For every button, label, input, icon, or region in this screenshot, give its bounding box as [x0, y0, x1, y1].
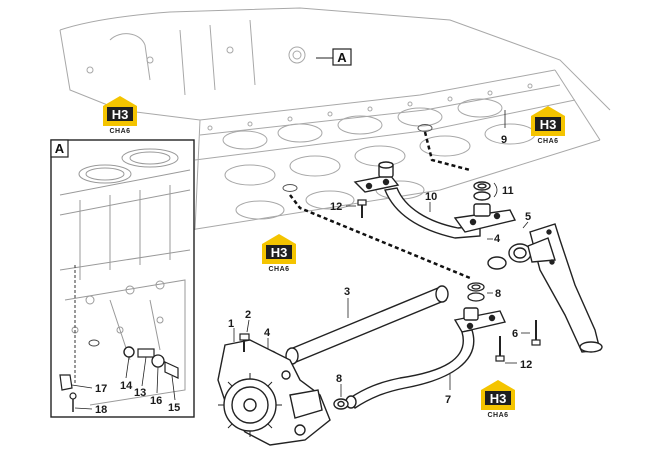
watermark-logo-3-top: H3	[271, 245, 288, 260]
dashed-center-lines	[289, 131, 471, 280]
callout-17: 17	[95, 383, 107, 395]
watermark-logo-4-bottom: CHA6	[487, 412, 508, 419]
bolt-12-lower	[495, 336, 505, 362]
watermark-logo-1: H3 CHA6	[103, 96, 137, 135]
callout-6: 6	[512, 328, 518, 340]
watermark-logo-1-bottom: CHA6	[109, 128, 130, 135]
callout-8-lower: 8	[336, 373, 342, 385]
watermark-logo-4-top: H3	[490, 391, 507, 406]
watermark-logo-2-top: H3	[540, 117, 557, 132]
bolt-12-upper	[357, 199, 367, 218]
watermark-logo-2: H3 CHA6	[531, 106, 565, 145]
callout-15: 15	[168, 402, 180, 414]
callout-16: 16	[150, 395, 162, 407]
oil-filler-bracket	[508, 223, 603, 353]
callout-9: 9	[501, 134, 507, 146]
watermark-logo-3-bottom: CHA6	[268, 266, 289, 273]
bolt-2	[239, 333, 250, 352]
callout-2: 2	[245, 309, 251, 321]
bolt-6	[531, 320, 541, 346]
o-rings-8-upper	[467, 282, 485, 302]
engine-block-background	[59, 7, 611, 231]
o-ring-near-5	[487, 256, 507, 270]
callout-10: 10	[425, 191, 437, 203]
callout-3: 3	[344, 286, 350, 298]
callout-11: 11	[502, 185, 514, 197]
detail-a-inset: A	[50, 139, 195, 418]
callout-14: 14	[120, 380, 133, 392]
detail-a-label: A	[55, 141, 65, 156]
watermark-logo-2-bottom: CHA6	[537, 138, 558, 145]
detail-a-reference-label: A	[337, 50, 347, 65]
lower-bent-pipe	[333, 307, 506, 410]
detail-a-reference: A	[316, 48, 352, 66]
upper-leaders	[346, 182, 498, 240]
watermark-logo-3: H3 CHA6	[262, 234, 296, 273]
callout-18: 18	[95, 404, 107, 416]
callout-1: 1	[228, 318, 234, 330]
callout-13: 13	[134, 387, 146, 399]
callout-5: 5	[525, 211, 531, 223]
watermark-logo-4: H3 CHA6	[481, 380, 515, 419]
callout-8-upper: 8	[495, 288, 501, 300]
watermark-logo-1-top: H3	[112, 107, 129, 122]
upper-pipe-assembly	[353, 161, 517, 239]
straight-pipe	[261, 285, 449, 366]
callout-7: 7	[445, 394, 451, 406]
callout-4-lower: 4	[264, 327, 271, 339]
callout-12-upper: 12	[330, 201, 342, 213]
callout-12-lower: 12	[520, 359, 532, 371]
oil-pump	[217, 339, 331, 446]
callout-4-upper: 4	[494, 233, 501, 245]
